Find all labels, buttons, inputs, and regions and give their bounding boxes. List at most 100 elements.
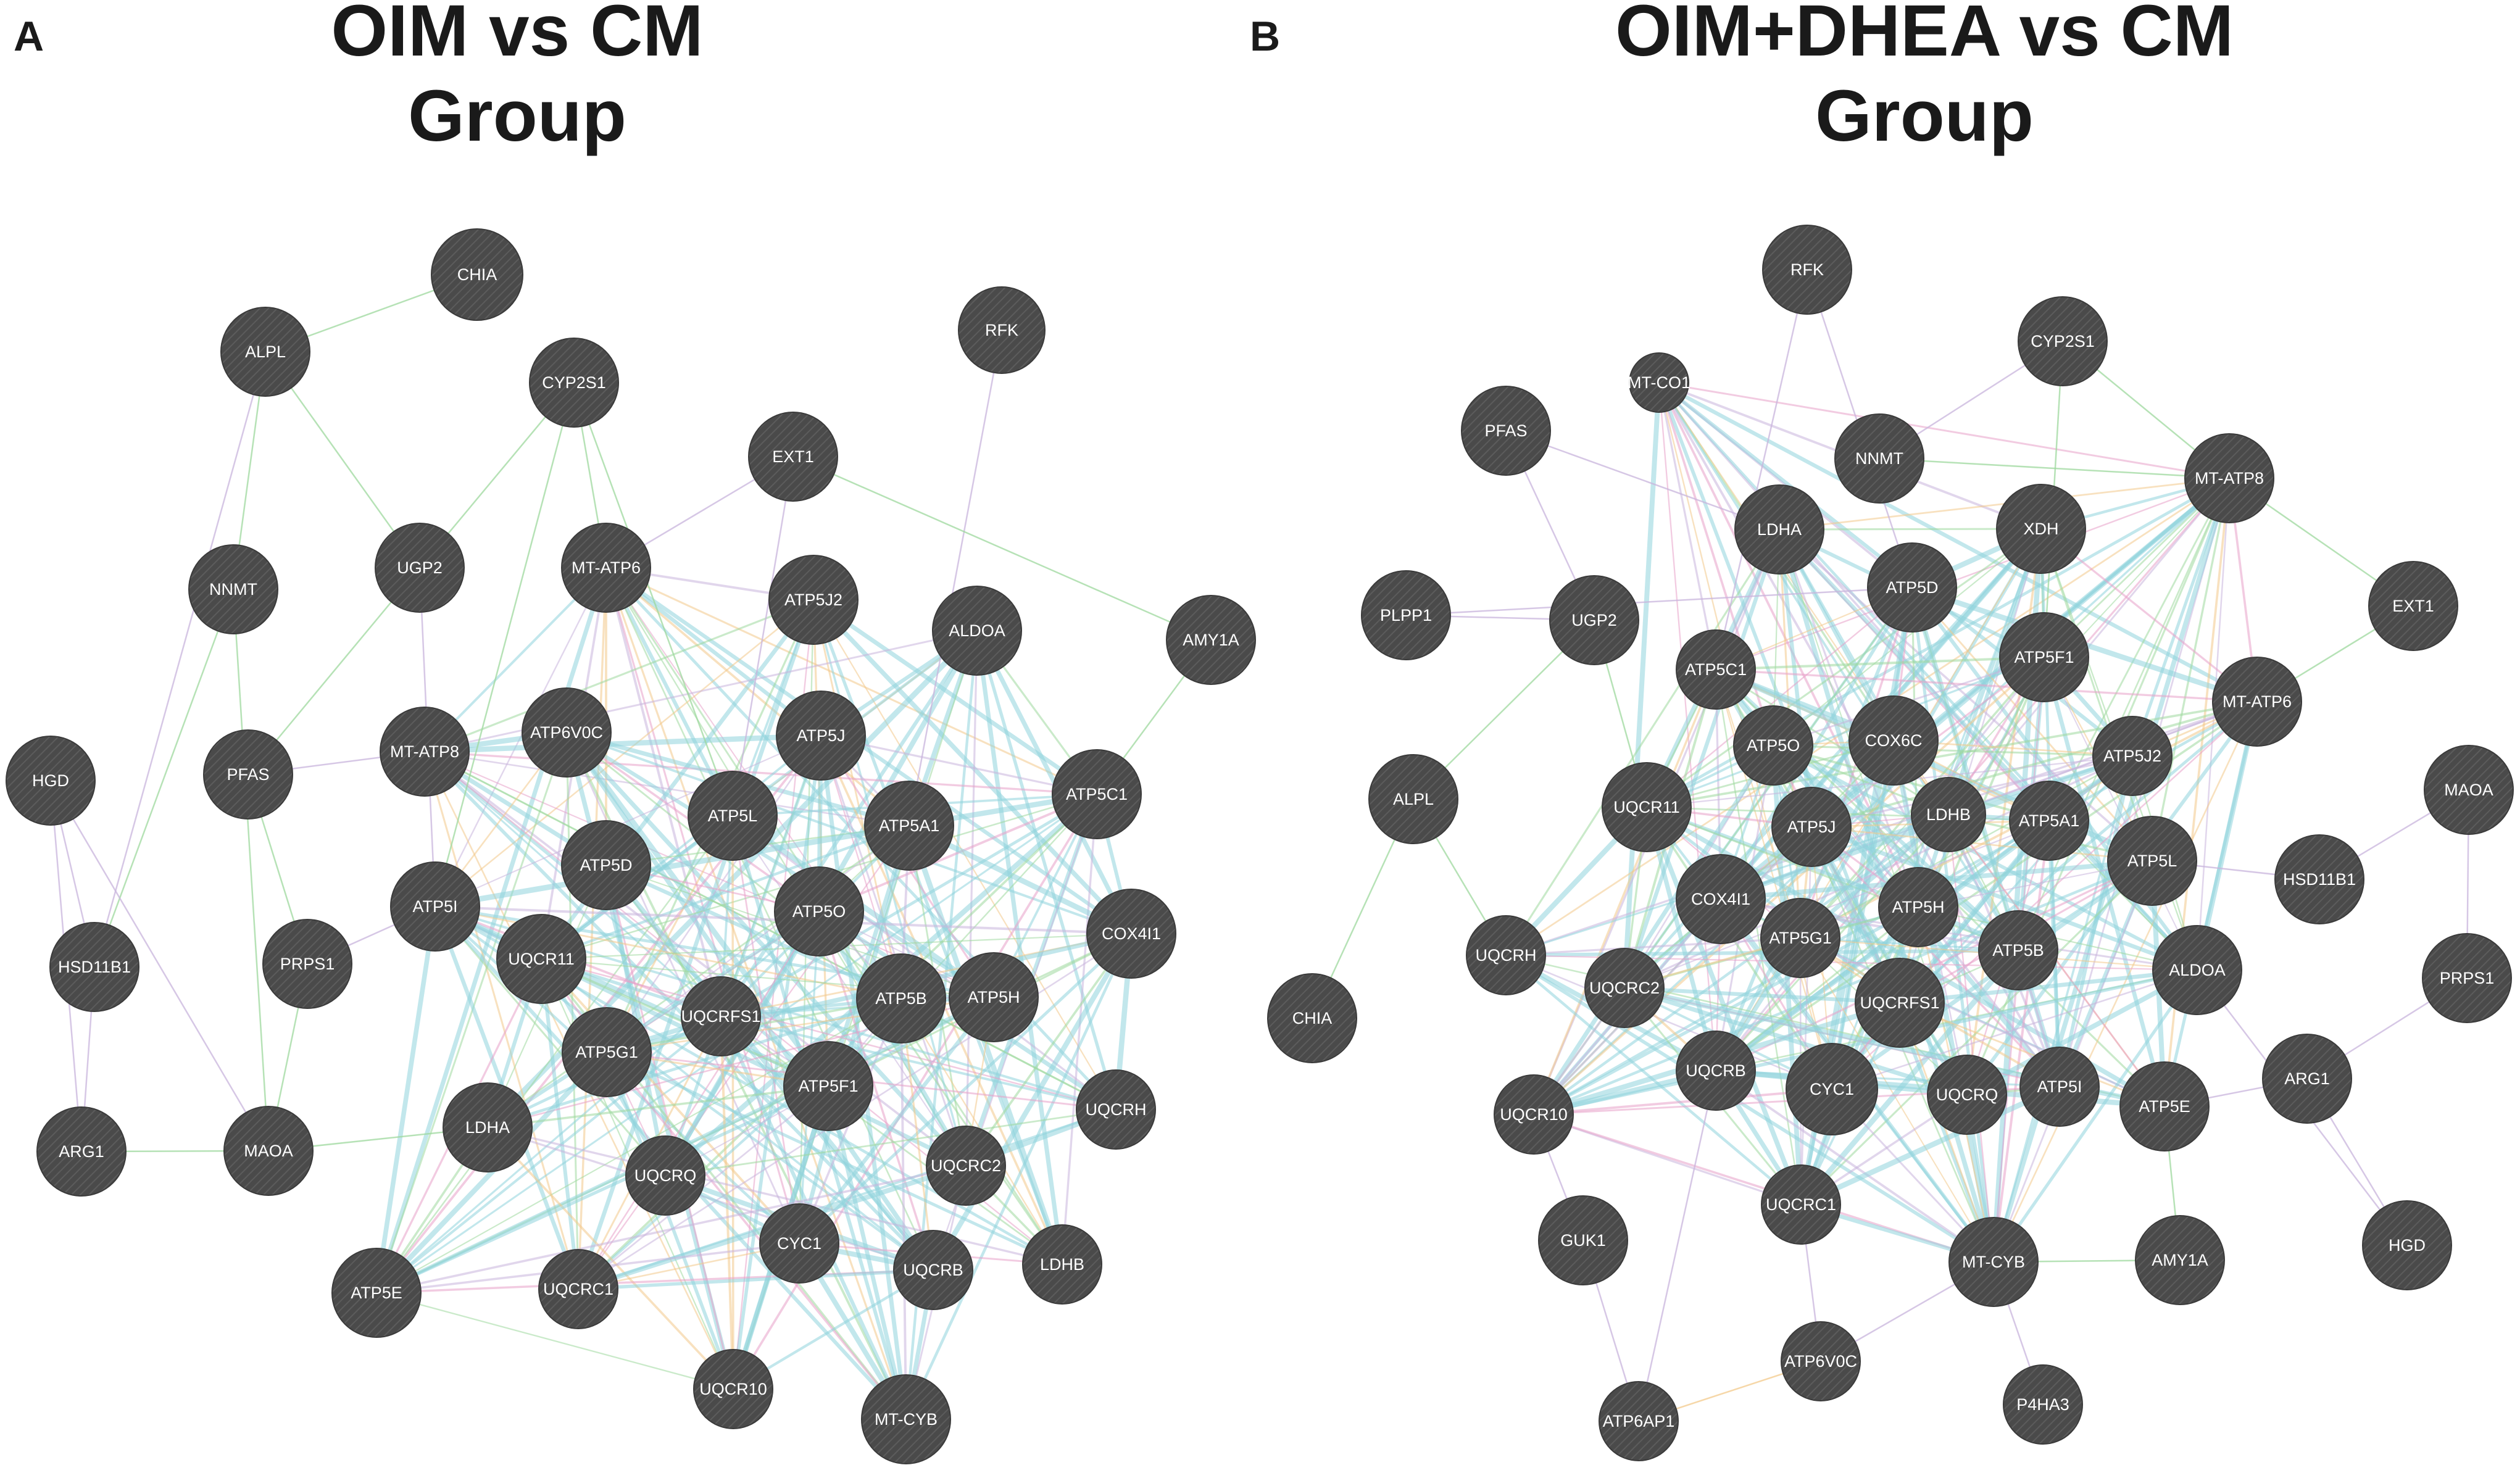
gene-node-circle [926,1126,1006,1206]
gene-node-atp5b: ATP5B [856,953,946,1044]
interaction-edge [49,780,270,1151]
interaction-edge [605,566,910,827]
gene-node-circle [1762,225,1852,315]
interaction-edge [1505,948,2019,957]
gene-node-label: ATP5D [580,856,632,874]
gene-node-label: UQCR11 [1613,798,1680,816]
interaction-edge [1773,744,2133,757]
gene-node-uqcr10: UQCR10 [693,1349,773,1429]
gene-node-label: PRPS1 [280,955,335,973]
gene-node-circle [1361,570,1451,660]
gene-node-atp5f1: ATP5F1 [783,1041,873,1131]
interaction-edge [1623,985,1968,1097]
gene-node-label: GUK1 [1560,1231,1606,1250]
gene-node-ugp2: UGP2 [375,523,465,613]
interaction-edge [1624,985,1900,1005]
gene-node-label: ALPL [1393,790,1434,808]
gene-node-label: HSD11B1 [2283,870,2356,889]
interaction-edge [720,1015,1117,1111]
gene-node-label: ATP5I [2037,1077,2082,1096]
gene-node-cox4i1: COX4I1 [1086,889,1176,979]
gene-node-ext1: EXT1 [748,412,838,502]
interaction-edge [424,732,821,755]
interaction-edge [1898,1002,1995,1263]
interaction-edge [539,958,580,1290]
gene-node-label: ATP5G1 [575,1043,638,1061]
interaction-edge [2151,478,2231,861]
gene-node-circle [1999,612,2089,702]
gene-node-circle [36,1106,127,1197]
gene-node-circle [1676,629,1756,710]
gene-node-circle [1927,1055,2007,1135]
gene-node-ldhb: LDHB [1911,777,1986,852]
gene-node-label: HGD [2389,1236,2426,1255]
gene-node-atp5c1: ATP5C1 [1676,629,1756,710]
gene-node-label: PRPS1 [2440,969,2495,987]
interaction-edge [376,1292,734,1390]
gene-node-circle [1734,484,1824,575]
gene-node-cyp2s1: CYP2S1 [529,338,619,428]
gene-node-uqcrc2: UQCRC2 [1584,948,1665,1028]
panel-letter-b: B [1250,13,1280,60]
interaction-edge [2048,478,2231,821]
gene-node-circle [529,338,619,428]
interaction-edge [1918,906,2198,971]
gene-node-circle [1022,1224,1102,1305]
interaction-edge [424,750,910,827]
interaction-edge [797,825,912,1244]
gene-node-guk1: GUK1 [1538,1195,1628,1285]
interaction-edge [1910,586,2199,971]
gene-node-label: PFAS [1484,421,1527,440]
interaction-edge [1532,656,2045,1116]
gene-node-label: ALDOA [949,621,1005,640]
gene-node-atp5d: ATP5D [561,820,651,910]
gene-node-circle [2424,745,2514,835]
interaction-edge [665,1108,1117,1177]
interaction-edge [1715,668,1949,816]
gene-node-circle [1494,1074,1574,1155]
gene-node-uqcrb: UQCRB [1676,1031,1756,1111]
gene-node-label: COX4I1 [1691,890,1750,908]
gene-node-label: EXT1 [2392,597,2434,615]
panel-b-title-line2: Group [1815,75,2034,157]
gene-node-label: LDHA [465,1118,510,1137]
interaction-edge [604,566,734,817]
gene-node-label: ATP5O [792,902,846,921]
gene-node-label: UQCRFS1 [681,1007,760,1026]
interaction-edge [434,382,575,907]
gene-node-ugp2: UGP2 [1549,575,1639,665]
gene-node-label: ATP5H [1892,898,1944,916]
gene-node-label: UQCR10 [699,1380,767,1398]
gene-node-label: AMY1A [1183,631,1239,649]
gene-node-circle [774,866,864,956]
interaction-edge [732,794,1098,1390]
interaction-edge [1992,701,2258,1263]
interaction-edge [2058,755,2134,1087]
gene-node-circle [932,586,1022,676]
interaction-edge [374,906,438,1293]
gene-node-label: AMY1A [2152,1251,2208,1269]
gene-node-label: XDH [2023,520,2058,538]
gene-node-atp5o: ATP5O [1733,705,1813,786]
gene-node-circle [688,771,778,861]
gene-node-atp6v0c: ATP6V0C [522,687,612,778]
interaction-edge [1715,906,1919,1072]
gene-node-circle [776,691,866,781]
gene-node-label: UQCRH [1086,1100,1147,1119]
gene-node-label: ATP5D [1886,578,1938,597]
gene-node-hgd: HGD [2362,1200,2452,1290]
interaction-edge [1778,528,2153,862]
interaction-edge [93,589,235,968]
interaction-edge [565,731,995,999]
gene-node-label: RFK [985,321,1018,339]
interaction-edge [1505,529,1781,956]
gene-node-amy1a: AMY1A [2135,1215,2225,1305]
gene-node-uqcrc2: UQCRC2 [926,1126,1006,1206]
gene-node-circle [2362,1200,2452,1290]
gene-node-circle [2119,1061,2210,1151]
gene-node-cyc1: CYC1 [1786,1043,1878,1135]
gene-node-label: ARG1 [2284,1069,2330,1088]
gene-node-atp5g1: ATP5G1 [1760,898,1840,978]
gene-node-label: PFAS [227,765,269,784]
gene-node-circle [2422,933,2512,1023]
